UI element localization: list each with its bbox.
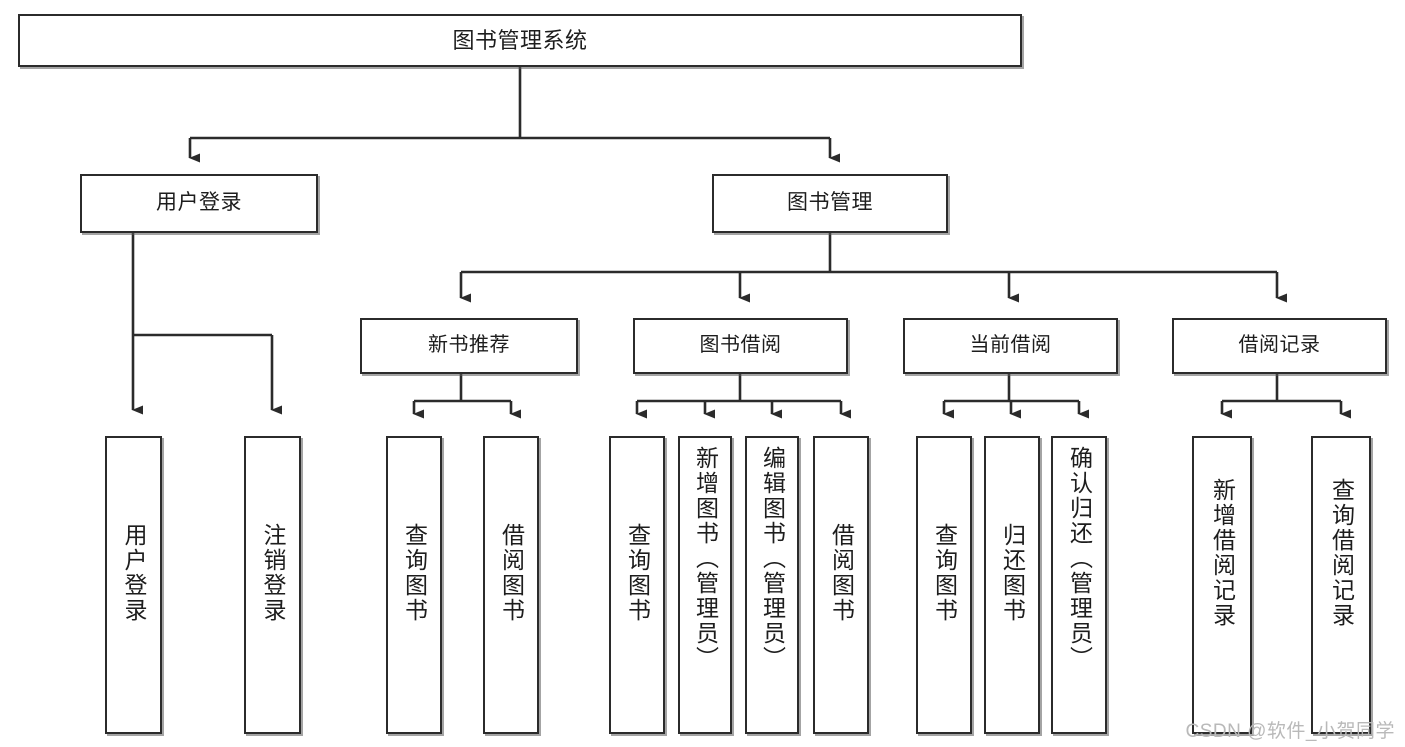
node-label: 查询图书 — [401, 523, 428, 623]
node-leaf-query-book-2[interactable]: 查询图书 — [609, 436, 665, 734]
node-leaf-query-book-1[interactable]: 查询图书 — [386, 436, 442, 734]
node-label: 图书借阅 — [699, 334, 782, 357]
node-leaf-add-record[interactable]: 新增借阅记录 — [1192, 436, 1252, 734]
node-label: 当前借阅 — [969, 334, 1052, 357]
node-leaf-confirm-return[interactable]: 确认归还（管理员） — [1051, 436, 1107, 734]
node-label: 用户登录 — [121, 523, 147, 623]
node-label: 新增图书（管理员） — [692, 446, 719, 671]
node-leaf-add-book[interactable]: 新增图书（管理员） — [678, 436, 732, 734]
node-current-borrow[interactable]: 当前借阅 — [903, 318, 1118, 374]
node-label: 查询借阅记录 — [1328, 478, 1355, 628]
node-label: 图书管理 — [787, 191, 873, 215]
node-label: 借阅记录 — [1238, 334, 1321, 357]
edges-userlogin-to-leaves — [131, 233, 282, 415]
node-leaf-borrow-book-1[interactable]: 借阅图书 — [483, 436, 539, 734]
node-leaf-query-record[interactable]: 查询借阅记录 — [1311, 436, 1371, 734]
node-leaf-edit-book[interactable]: 编辑图书（管理员） — [745, 436, 799, 734]
edges-root-to-level2 — [188, 67, 840, 163]
node-leaf-user-login[interactable]: 用户登录 — [105, 436, 162, 734]
node-leaf-borrow-book-2[interactable]: 借阅图书 — [813, 436, 869, 734]
node-label: 借阅图书 — [498, 523, 525, 623]
node-root-system[interactable]: 图书管理系统 — [18, 14, 1022, 67]
node-label: 确认归还（管理员） — [1066, 446, 1093, 671]
node-label: 查询图书 — [624, 523, 651, 623]
node-label: 新书推荐 — [428, 334, 510, 357]
node-label: 用户登录 — [156, 191, 242, 215]
node-book-borrow[interactable]: 图书借阅 — [633, 318, 848, 374]
node-book-management[interactable]: 图书管理 — [712, 174, 948, 233]
node-leaf-query-book-3[interactable]: 查询图书 — [916, 436, 972, 734]
edges-bookborrow-to-leaves — [635, 374, 851, 419]
edges-bookmgmt-to-level3 — [459, 233, 1287, 303]
node-label: 注销登录 — [260, 523, 286, 623]
node-new-book-recommend[interactable]: 新书推荐 — [360, 318, 578, 374]
edges-newbook-to-leaves — [412, 374, 521, 419]
node-label: 归还图书 — [999, 523, 1026, 623]
node-borrow-record[interactable]: 借阅记录 — [1172, 318, 1387, 374]
node-label: 查询图书 — [931, 523, 958, 623]
node-user-login[interactable]: 用户登录 — [80, 174, 318, 233]
node-leaf-logout-login[interactable]: 注销登录 — [244, 436, 301, 734]
node-label: 新增借阅记录 — [1209, 478, 1236, 628]
node-label: 借阅图书 — [828, 523, 855, 623]
edges-currentborrow-to-leaves — [942, 374, 1089, 419]
node-label: 编辑图书（管理员） — [759, 446, 786, 671]
edges-borrowrecord-to-leaves — [1220, 374, 1351, 419]
node-leaf-return-book[interactable]: 归还图书 — [984, 436, 1040, 734]
node-label: 图书管理系统 — [452, 27, 588, 53]
